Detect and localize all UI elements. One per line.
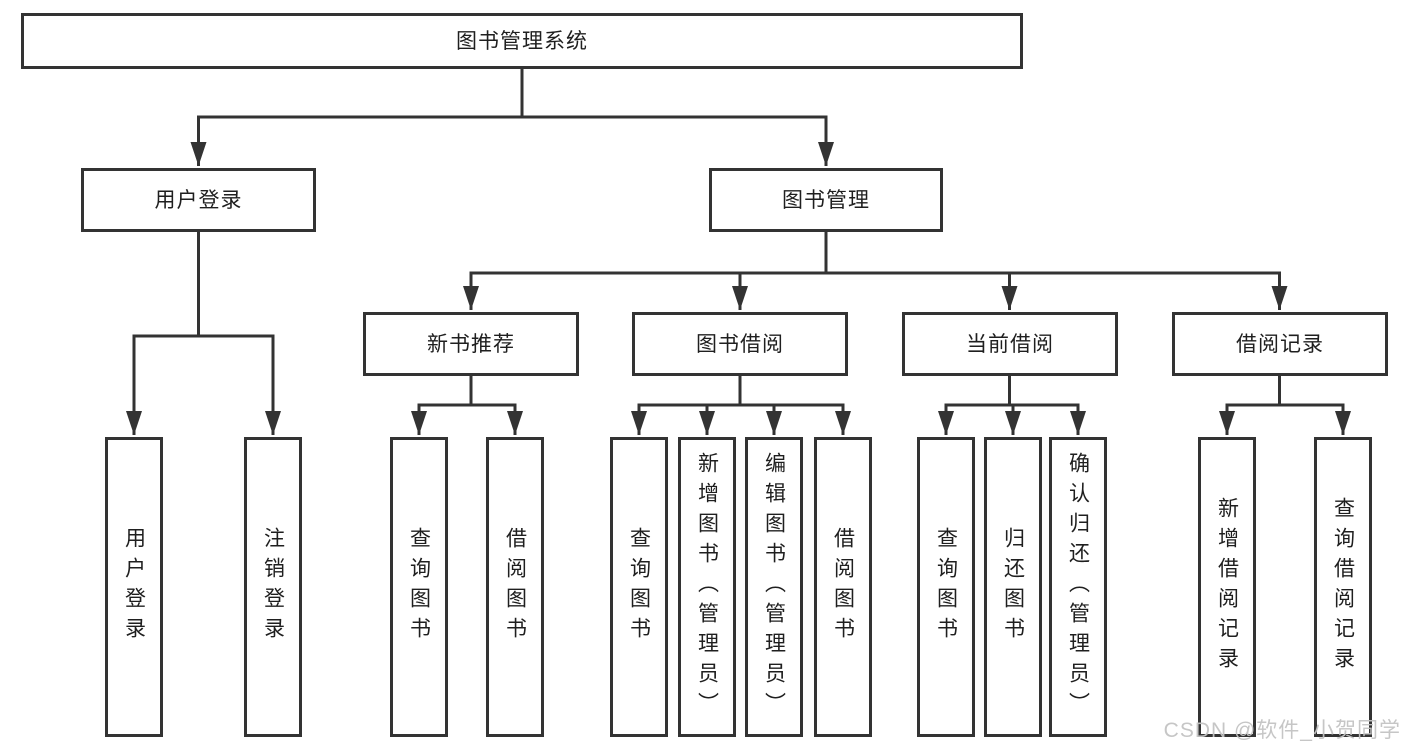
node-book-borrow: 图书借阅 xyxy=(632,312,848,376)
leaf-add-borrow-record: 新增借阅记录 xyxy=(1198,437,1256,737)
leaf-add-borrow-record-label: 新增借阅记录 xyxy=(1215,497,1239,677)
leaf-query-borrow-record: 查询借阅记录 xyxy=(1314,437,1372,737)
leaf-return-book: 归还图书 xyxy=(984,437,1042,737)
leaf-confirm-return-admin: 确认归还（管理员） xyxy=(1049,437,1107,737)
leaf-recommend-borrow-book-label: 借阅图书 xyxy=(503,527,527,647)
node-current-borrow: 当前借阅 xyxy=(902,312,1118,376)
node-book-management: 图书管理 xyxy=(709,168,943,232)
leaf-recommend-query-book-label: 查询图书 xyxy=(407,527,431,647)
leaf-borrow-query-book-label: 查询图书 xyxy=(627,527,651,647)
leaf-add-book-admin: 新增图书（管理员） xyxy=(678,437,736,737)
node-current-borrow-label: 当前借阅 xyxy=(966,332,1054,356)
leaf-current-query-book-label: 查询图书 xyxy=(934,527,958,647)
leaf-borrow-book: 借阅图书 xyxy=(814,437,872,737)
leaf-query-borrow-record-label: 查询借阅记录 xyxy=(1331,497,1355,677)
leaf-confirm-return-admin-label: 确认归还（管理员） xyxy=(1066,452,1090,722)
node-user-login-label: 用户登录 xyxy=(154,188,243,212)
node-borrow-records-label: 借阅记录 xyxy=(1236,332,1324,356)
node-book-management-label: 图书管理 xyxy=(782,188,870,212)
leaf-logout-label: 注销登录 xyxy=(261,527,285,647)
leaf-current-query-book: 查询图书 xyxy=(917,437,975,737)
leaf-user-login-label: 用户登录 xyxy=(122,527,146,647)
leaf-borrow-query-book: 查询图书 xyxy=(610,437,668,737)
node-new-book-recommend-label: 新书推荐 xyxy=(427,332,515,356)
node-borrow-records: 借阅记录 xyxy=(1172,312,1388,376)
leaf-add-book-admin-label: 新增图书（管理员） xyxy=(695,452,719,722)
leaf-edit-book-admin: 编辑图书（管理员） xyxy=(745,437,803,737)
leaf-user-login: 用户登录 xyxy=(105,437,163,737)
leaf-return-book-label: 归还图书 xyxy=(1001,527,1025,647)
leaf-borrow-book-label: 借阅图书 xyxy=(831,527,855,647)
leaf-edit-book-admin-label: 编辑图书（管理员） xyxy=(762,452,786,722)
node-user-login: 用户登录 xyxy=(81,168,316,232)
node-root: 图书管理系统 xyxy=(21,13,1023,69)
node-root-label: 图书管理系统 xyxy=(456,29,588,53)
connector-group xyxy=(126,69,1351,435)
leaf-logout: 注销登录 xyxy=(244,437,302,737)
node-book-borrow-label: 图书借阅 xyxy=(696,332,784,356)
leaf-recommend-query-book: 查询图书 xyxy=(390,437,448,737)
node-new-book-recommend: 新书推荐 xyxy=(363,312,579,376)
leaf-recommend-borrow-book: 借阅图书 xyxy=(486,437,544,737)
